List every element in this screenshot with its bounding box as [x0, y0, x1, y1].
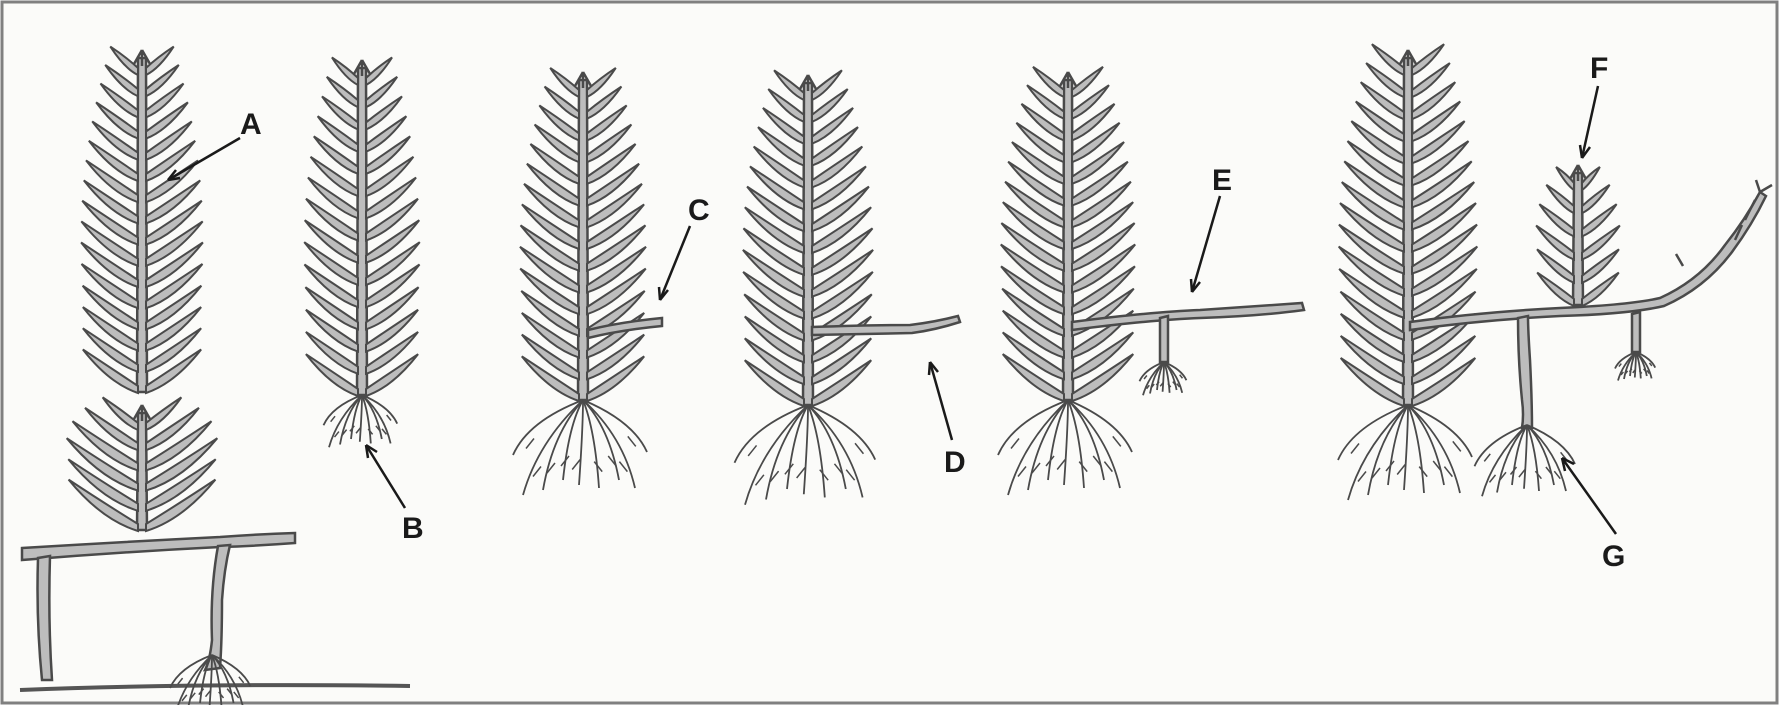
frond-stem: [137, 58, 147, 392]
label-g: G: [1602, 540, 1625, 573]
label-f: F: [1590, 52, 1608, 85]
label-e: E: [1212, 164, 1232, 197]
label-c: C: [688, 194, 710, 227]
frond-stem: [1403, 58, 1413, 405]
node-stem: [1160, 316, 1168, 362]
label-d: D: [944, 446, 966, 479]
frond-f-daughter: [1536, 165, 1620, 306]
label-a: A: [240, 108, 262, 141]
vertical-root-left: [38, 556, 53, 680]
frond-stem: [1573, 173, 1583, 305]
label-b: B: [402, 512, 424, 545]
node-stem-6: [1632, 312, 1640, 352]
